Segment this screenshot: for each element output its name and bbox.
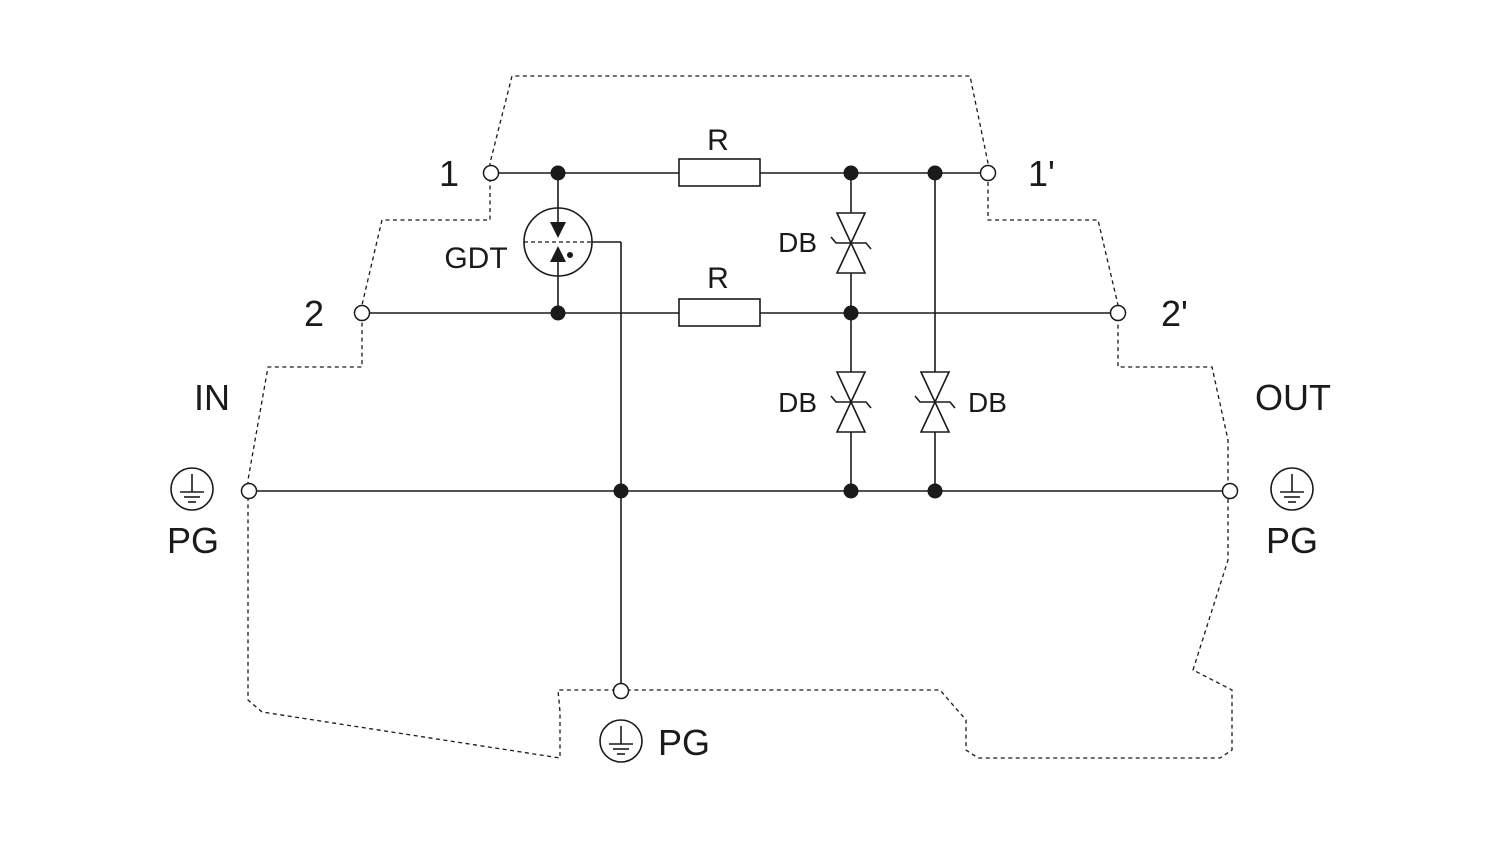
housing-outline — [247, 75, 1233, 759]
label-db-top: DB — [778, 227, 817, 258]
ground-icon-left — [170, 467, 214, 511]
junction-nodes — [550, 165, 943, 499]
resistor-top — [678, 158, 761, 187]
terminal-pg-left — [240, 482, 258, 500]
label-terminal-1: 1 — [439, 153, 459, 194]
terminal-pg-right — [1221, 482, 1239, 500]
label-resistor-bottom: R — [707, 262, 729, 295]
resistor-bottom — [678, 298, 761, 327]
tvs-diode-top — [830, 212, 872, 274]
label-resistor-top: R — [707, 124, 729, 157]
tvs-diode-bottom-right — [914, 371, 956, 433]
label-out: OUT — [1255, 377, 1331, 418]
tvs-diode-bottom-left — [830, 371, 872, 433]
terminal-pg-bottom — [612, 682, 630, 700]
label-terminal-1-prime: 1' — [1028, 153, 1055, 194]
label-db-bottom-left: DB — [778, 387, 817, 418]
label-db-bottom-right: DB — [968, 387, 1007, 418]
ground-icon-right — [1270, 467, 1314, 511]
label-pg-left: PG — [167, 520, 219, 561]
gdt-icon — [523, 207, 593, 278]
terminal-2-prime — [1109, 304, 1127, 322]
label-gdt: GDT — [444, 242, 507, 275]
label-in: IN — [194, 377, 230, 418]
label-pg-bottom: PG — [658, 722, 710, 763]
label-terminal-2-prime: 2' — [1161, 293, 1188, 334]
label-terminal-2: 2 — [304, 293, 324, 334]
terminal-2 — [353, 304, 371, 322]
terminal-1-prime — [979, 164, 997, 182]
label-pg-right: PG — [1266, 520, 1318, 561]
ground-icon-bottom — [599, 719, 643, 763]
wires — [249, 172, 1230, 691]
terminal-1 — [482, 164, 500, 182]
